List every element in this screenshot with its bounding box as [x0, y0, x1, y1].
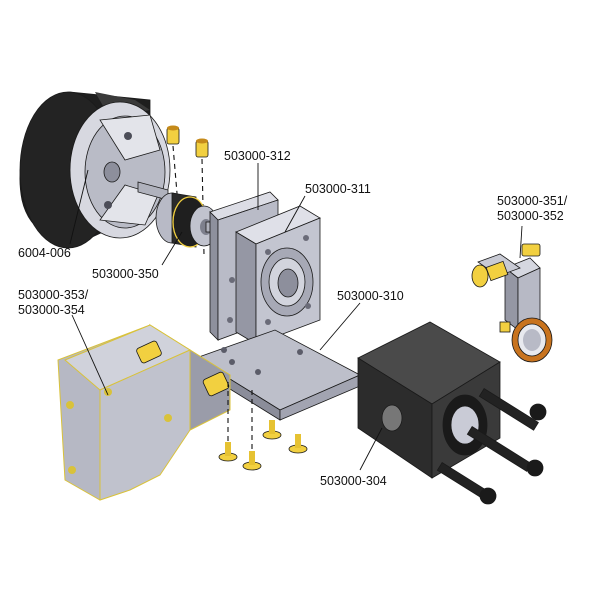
label-gearbox-line2: 503000-354	[18, 303, 85, 317]
label-block: 503000-304	[320, 474, 387, 488]
mounting-screws	[218, 420, 308, 471]
label-plate-311: 503000-311	[305, 182, 371, 196]
leader-gearbox	[71, 314, 109, 396]
label-clamp-line2: 503000-352	[497, 209, 564, 223]
motor-6004-006	[19, 91, 171, 249]
leader-block	[359, 427, 383, 471]
leader-coupler	[161, 231, 183, 266]
leader-plate-311	[284, 195, 306, 233]
plate-503000-311	[235, 205, 321, 345]
gearbox-503000-353-354	[57, 323, 231, 501]
leader-clamp	[519, 225, 523, 259]
label-base-plate: 503000-310	[337, 289, 404, 303]
leader-base-plate	[319, 302, 361, 351]
label-plate-312: 503000-312	[224, 149, 291, 163]
label-clamp-line1: 503000-351/	[497, 194, 568, 208]
leader-lines	[69, 163, 523, 471]
label-motor: 6004-006	[18, 246, 71, 260]
coupler-503000-350	[155, 192, 225, 248]
label-coupler: 503000-350	[92, 267, 159, 281]
label-gearbox-line1: 503000-353/	[18, 288, 89, 302]
set-screws	[166, 125, 209, 158]
clamp-503000-351-352	[471, 243, 553, 363]
block-503000-304	[357, 321, 547, 505]
leader-motor	[69, 169, 89, 245]
